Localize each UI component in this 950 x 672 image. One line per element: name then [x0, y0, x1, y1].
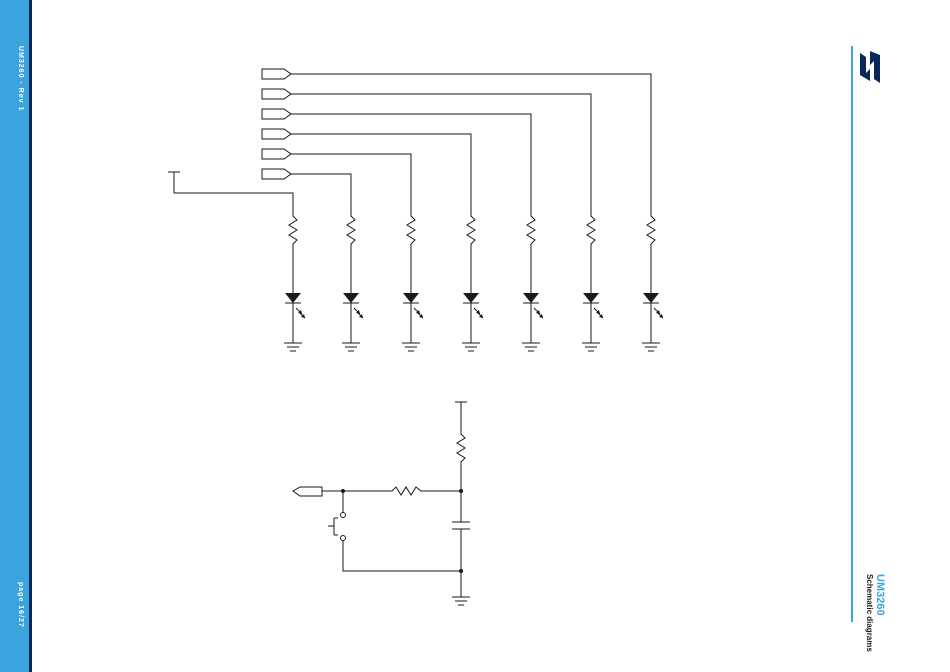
- reset-supply: [455, 402, 467, 430]
- led-7: [643, 293, 659, 303]
- junction-3: [459, 569, 463, 573]
- supply-symbol: [168, 172, 293, 212]
- led-5: [523, 293, 539, 303]
- resistor-2: [347, 212, 355, 293]
- button-contact-top: [341, 513, 346, 518]
- wire-ch4: [291, 134, 471, 212]
- net-port-3: [262, 109, 291, 119]
- resistor-5: [527, 212, 535, 293]
- resistor-1: [289, 212, 297, 293]
- wire-ch2: [291, 174, 351, 212]
- led-3: [403, 293, 419, 303]
- wire-ch6: [291, 94, 591, 212]
- ground-reset: [452, 597, 470, 605]
- capacitor: [452, 522, 470, 529]
- resistor-6: [587, 212, 595, 293]
- push-button: [328, 491, 461, 571]
- resistor-4: [467, 212, 475, 293]
- net-port-5: [262, 149, 291, 159]
- button-contact-bottom: [341, 536, 346, 541]
- net-port-2: [262, 89, 291, 99]
- junction-2: [459, 489, 463, 493]
- led-6: [583, 293, 599, 303]
- led-1: [285, 293, 301, 303]
- led-4: [463, 293, 479, 303]
- led-arrowheads: [298, 310, 663, 318]
- resistor-pullup: [457, 430, 465, 491]
- led-2: [343, 293, 359, 303]
- led-leads: [285, 303, 659, 343]
- junction-1: [341, 489, 345, 493]
- ground-leds: [284, 343, 660, 351]
- resistor-3: [407, 212, 415, 293]
- resistor-7: [647, 212, 655, 293]
- net-port-6: [262, 169, 291, 179]
- net-port-reset: [293, 487, 322, 496]
- net-port-4: [262, 129, 291, 139]
- net-port-1: [262, 69, 291, 79]
